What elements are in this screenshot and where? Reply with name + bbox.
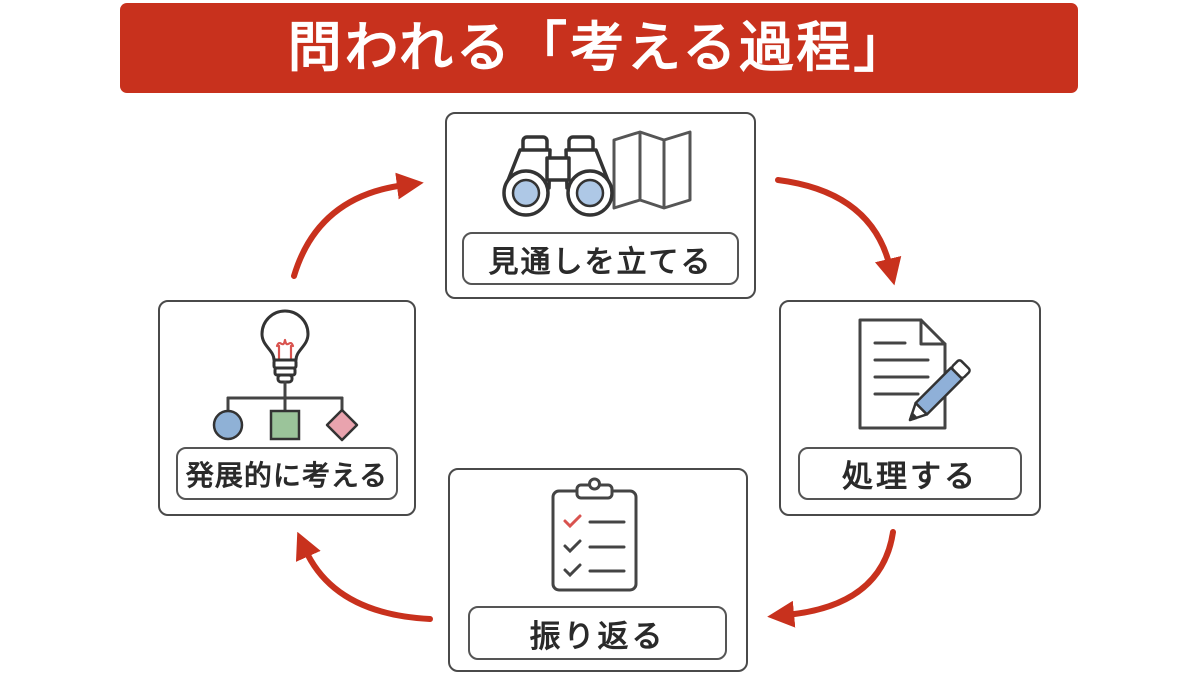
lightbulb-icon [260,309,309,383]
step-label-reflect: 振り返る [468,606,727,660]
step-card-develop: 発展的に考える [158,300,416,516]
arrow-top-to-right [775,177,902,286]
arrow-left-to-top [291,172,424,279]
step-card-process: 処理する [779,300,1041,516]
title-banner: 問われる「考える過程」 [120,3,1078,93]
arrow-right-to-bottom [767,529,896,628]
circle-shape [212,409,243,440]
document-pencil-icon [858,318,971,429]
pencil-icon [908,358,971,421]
step-card-reflect: 振り返る [448,468,748,672]
square-shape [269,409,300,440]
document-icon [858,318,946,429]
clipboard-checklist-icon [551,477,637,591]
checkmark-icon [563,563,581,577]
diamond-shape [325,408,358,441]
step-label-develop: 発展的に考える [176,447,398,500]
step-card-plan: 見通しを立てる [445,112,756,299]
checkmark-icon [563,514,581,528]
connector-lines [226,380,343,412]
lightbulb-flowchart-icon [212,309,358,441]
binoculars-map-icon [501,130,691,217]
checkmark-icon [563,539,581,553]
map-icon [612,130,691,209]
arrow-bottom-to-left [295,531,433,622]
flowchart-icon [212,380,358,441]
step-label-plan: 見通しを立てる [462,232,739,285]
binoculars-icon [501,134,614,217]
step-label-process: 処理する [798,447,1022,500]
page-title: 問われる「考える過程」 [287,16,911,79]
